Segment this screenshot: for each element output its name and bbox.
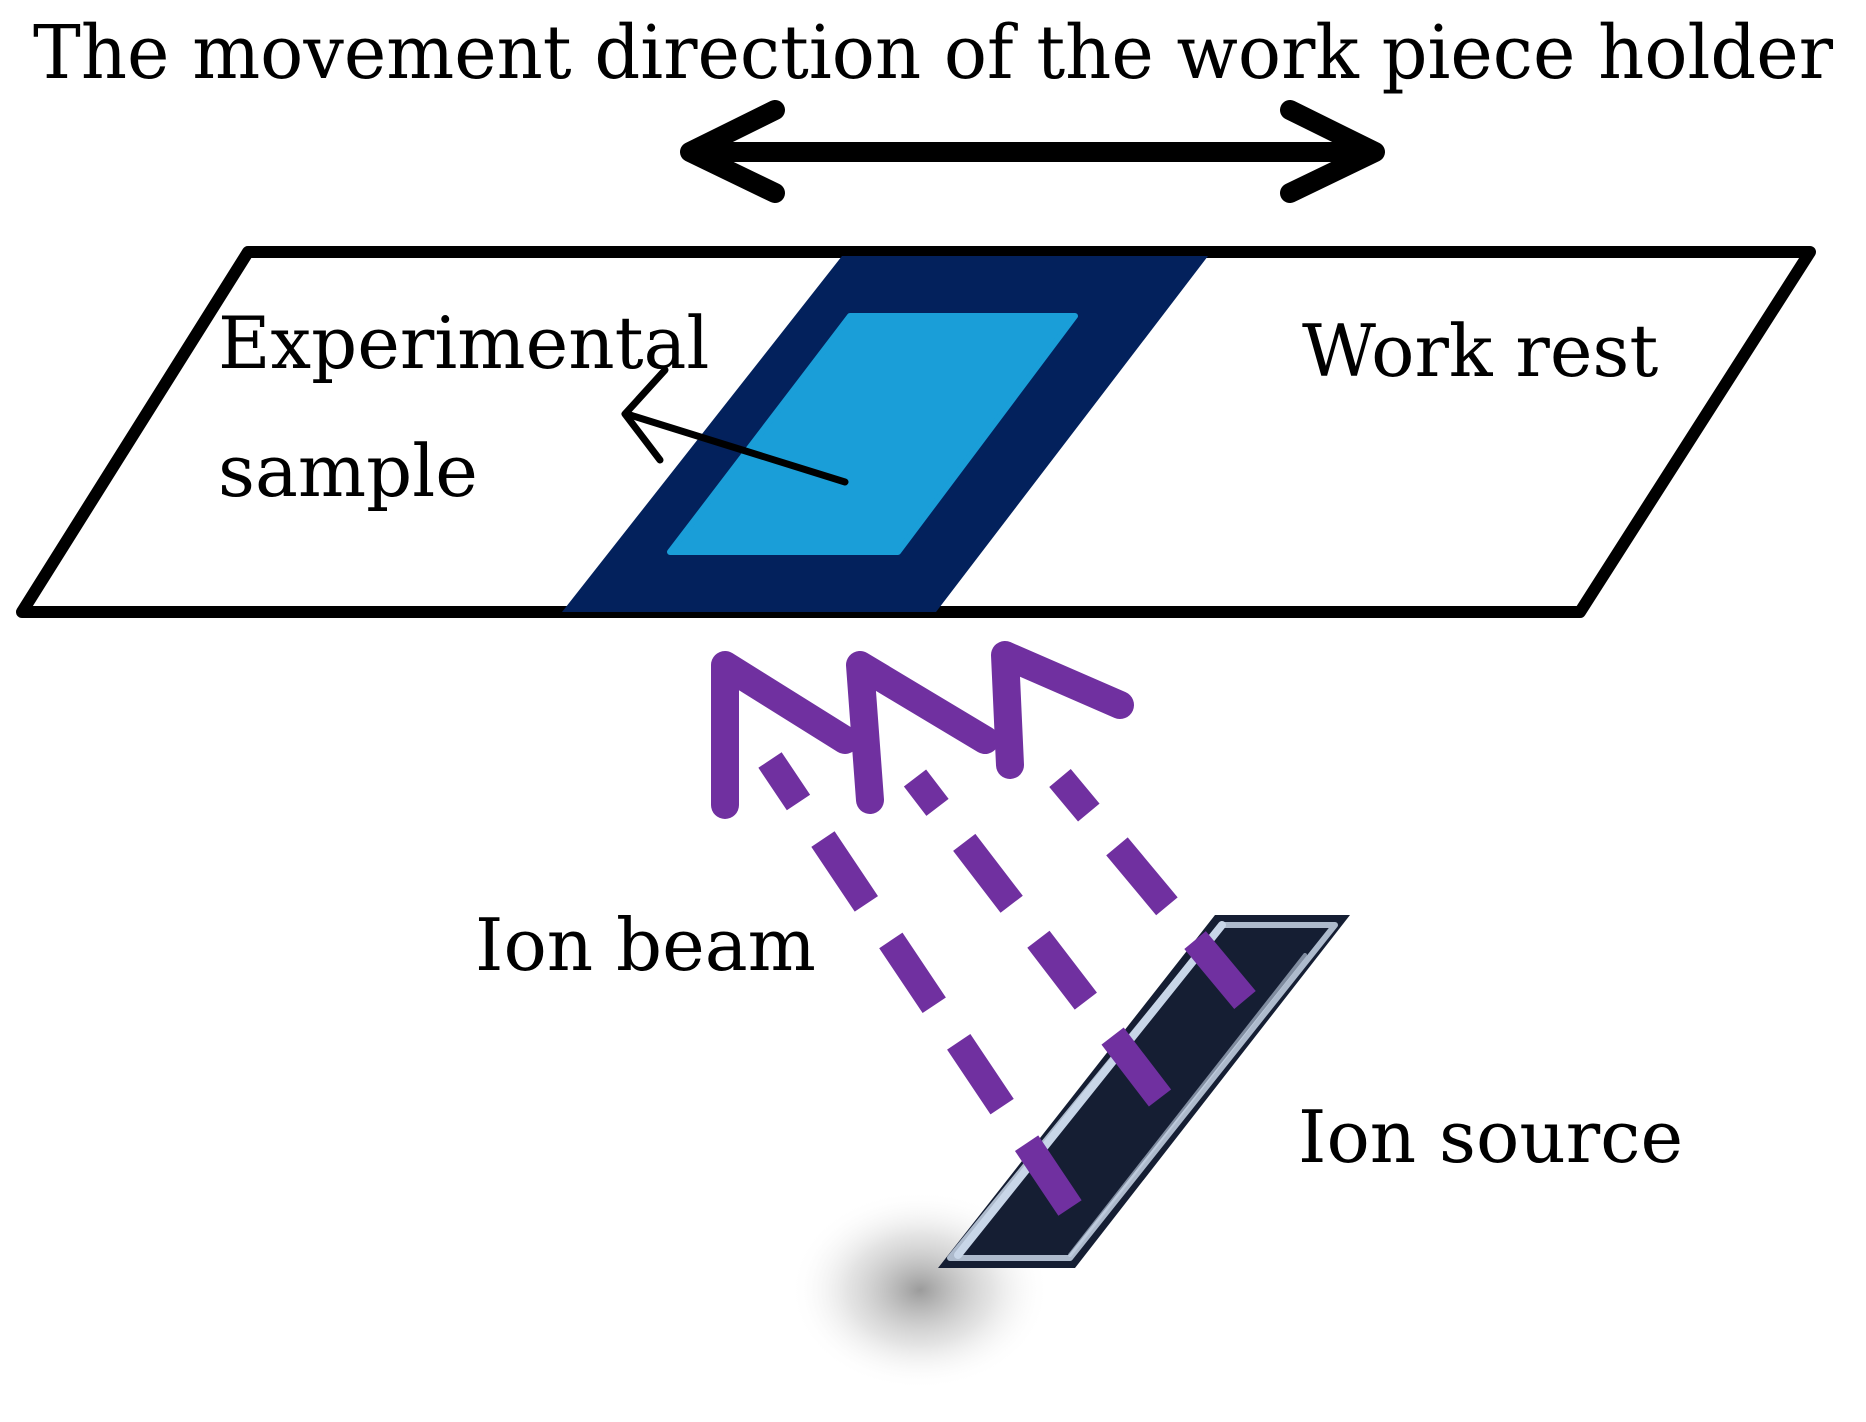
ion-beam-label: Ion beam [475, 903, 816, 987]
sample-pointer-arrow-icon [621, 366, 849, 486]
experimental-sample-label-line2: sample [218, 429, 478, 513]
ion-source-label: Ion source [1298, 1095, 1683, 1179]
experimental-sample-label-line1: Experimental [218, 301, 709, 385]
ion-beam [758, 752, 1256, 1216]
title-label: The movement direction of the work piece… [33, 10, 1834, 96]
work-rest-label: Work rest [1302, 309, 1658, 393]
movement-arrow-icon [680, 100, 1385, 203]
ion-beam-arrowheads-icon [711, 641, 1134, 819]
experimental-sample-surface [667, 313, 1078, 555]
